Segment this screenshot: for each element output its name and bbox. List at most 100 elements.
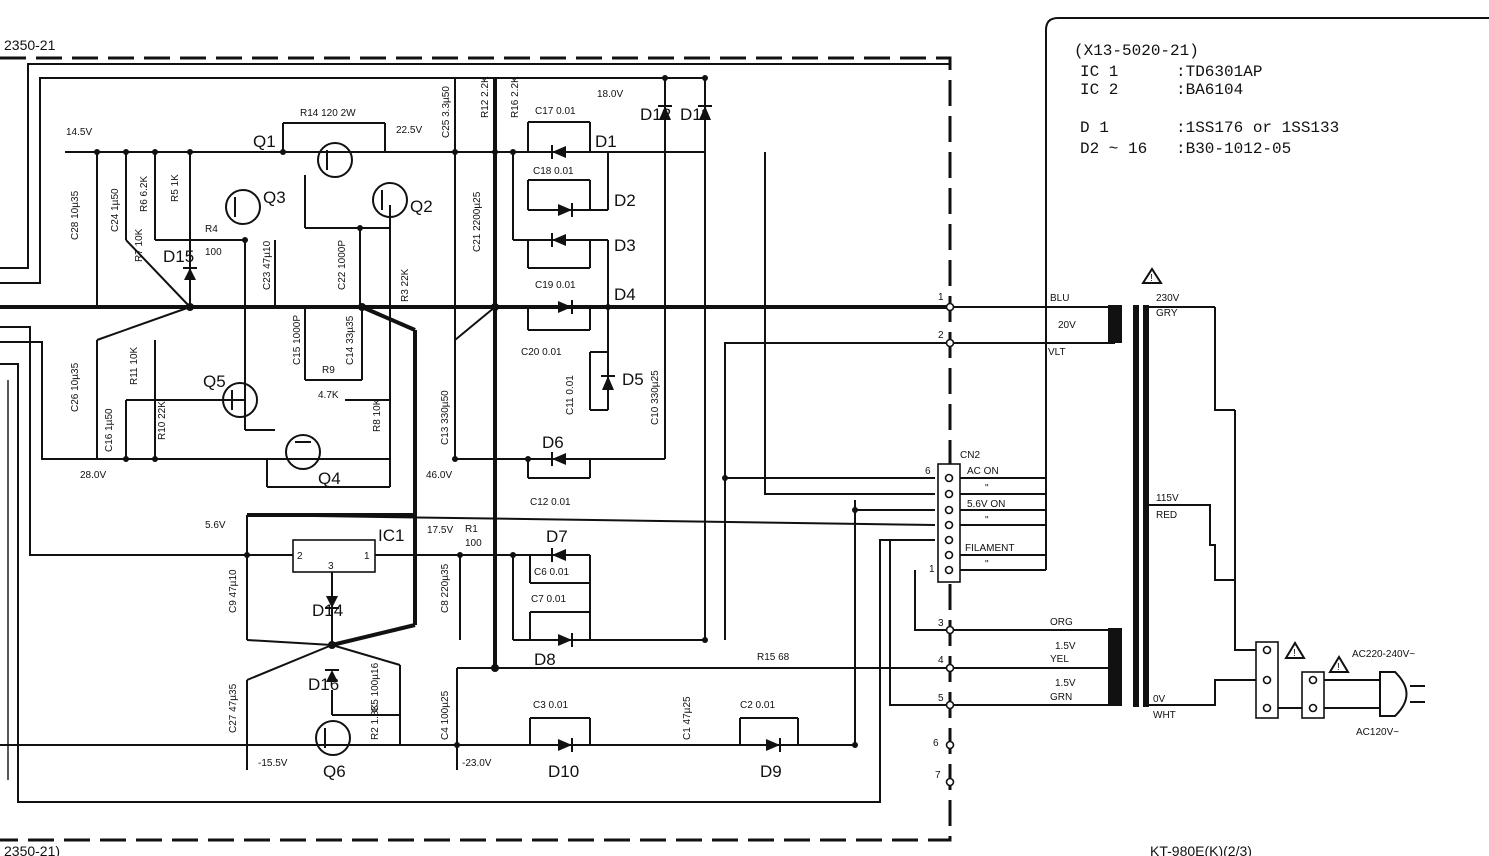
legend-val-d2-16: :B30-1012-05 <box>1176 140 1291 158</box>
tap-20v: 20V <box>1058 320 1076 331</box>
cn2-label: CN2 <box>960 450 980 461</box>
legend-ref-d2-16: D2 ~ 16 <box>1080 140 1147 158</box>
ic1-body <box>292 539 376 573</box>
label-q1: Q1 <box>253 132 276 151</box>
diode-symbols <box>183 105 781 752</box>
legend-part: (X13-5020-21) <box>1074 42 1199 60</box>
wire-yel: YEL <box>1050 654 1069 665</box>
label-q2: Q2 <box>410 197 433 216</box>
ac-plug-icon <box>1379 671 1425 717</box>
legend-val-d1: :1SS176 or 1SS133 <box>1176 119 1339 137</box>
wire-red: RED <box>1156 510 1177 521</box>
warn-mark-3: ! <box>1337 662 1340 673</box>
legend-val-ic1: :TD6301AP <box>1176 63 1262 81</box>
board-outline <box>0 17 1489 842</box>
v-m23v0: -23.0V <box>462 758 492 769</box>
voltage-selector <box>1234 410 1380 719</box>
ic1-pin-3: 3 <box>328 561 334 572</box>
transistor-q3 <box>225 189 261 225</box>
tap-0v: 0V <box>1153 694 1166 705</box>
label-d6: D6 <box>542 433 564 452</box>
cn2-signal-5v6-on: 5.6V ON <box>967 499 1005 510</box>
wire-vlt: VLT <box>1048 347 1066 358</box>
label-d16: D16 <box>308 675 339 694</box>
label-c8: C8 220µ35 <box>440 563 451 613</box>
label-d4: D4 <box>614 285 636 304</box>
cn2-signal-ditto-1: " <box>985 483 989 494</box>
v-28v0: 28.0V <box>80 470 106 481</box>
label-r1: R1 <box>465 524 478 535</box>
v-5v6: 5.6V <box>205 520 226 531</box>
warning-triangle-icon <box>1141 267 1350 673</box>
label-r7: R7 10K <box>134 228 145 262</box>
label-c22: C22 1000P <box>337 240 348 290</box>
label-r9: R9 <box>322 365 335 376</box>
label-c2: C2 0.01 <box>740 700 775 711</box>
lower-section <box>246 380 1115 770</box>
label-r12: R12 2.2K <box>480 76 491 118</box>
v-22v5: 22.5V <box>396 125 422 136</box>
label-r11: R11 10K <box>129 346 140 385</box>
cn-pin-3: 3 <box>938 618 944 629</box>
wire-gry: GRY <box>1156 308 1178 319</box>
transistor-q2 <box>372 182 408 218</box>
label-c13: C13 330µ50 <box>440 390 451 445</box>
tap-1v5-a: 1.5V <box>1055 641 1076 652</box>
label-r10: R10 22K <box>157 401 168 440</box>
label-r4: R4 <box>205 224 218 235</box>
cn-pin-2: 2 <box>938 330 944 341</box>
tap-115v: 115V <box>1156 493 1179 504</box>
label-q6: Q6 <box>323 762 346 781</box>
cn2-left-pin-1: 1 <box>929 564 935 575</box>
legend-ref-ic2: IC 2 <box>1080 81 1118 99</box>
warn-mark-2: ! <box>1293 648 1296 659</box>
label-q4: Q4 <box>318 469 341 488</box>
label-d3: D3 <box>614 236 636 255</box>
label-c17: C17 0.01 <box>535 106 576 117</box>
label-c3: C3 0.01 <box>533 700 568 711</box>
cn2-signal-ditto-2: " <box>985 515 989 526</box>
label-d7: D7 <box>546 527 568 546</box>
parts-legend: (X13-5020-21) IC 1 :TD6301AP IC 2 :BA610… <box>1074 42 1339 158</box>
label-c10: C10 330µ25 <box>650 370 661 425</box>
label-c26: C26 10µ35 <box>70 362 81 412</box>
board-label-bottom: 2350-21) <box>4 843 60 856</box>
ic1-pin-2: 2 <box>297 551 303 562</box>
label-r8: R8 10K <box>372 398 383 432</box>
cn2-signal-ac-on: AC ON <box>967 466 999 477</box>
label-c12: C12 0.01 <box>530 497 571 508</box>
label-c21: C21 2200µ25 <box>472 191 483 252</box>
wire-grn: GRN <box>1050 692 1072 703</box>
label-r5: R5 1K <box>170 174 181 202</box>
cn-pin-4: 4 <box>938 655 944 666</box>
v-14v5: 14.5V <box>66 127 92 138</box>
label-c23: C23 47µ10 <box>262 240 273 290</box>
mains-ac220: AC220-240V~ <box>1352 649 1415 660</box>
label-c25: C25 3.3µ50 <box>441 86 452 138</box>
tap-230v: 230V <box>1156 293 1180 304</box>
label-d9: D9 <box>760 762 782 781</box>
label-r2: R2 1.8K <box>370 704 381 740</box>
cn2-signal-ditto-3: " <box>985 559 989 570</box>
label-d12: D12 <box>640 105 671 124</box>
label-r1-value: 100 <box>465 538 482 549</box>
label-c18: C18 0.01 <box>533 166 574 177</box>
v-18v0: 18.0V <box>597 89 623 100</box>
label-c7: C7 0.01 <box>531 594 566 605</box>
label-r14: R14 120 2W <box>300 108 356 119</box>
legend-val-ic2: :BA6104 <box>1176 81 1243 99</box>
transistor-q1 <box>317 142 353 178</box>
main-rails <box>454 77 706 668</box>
label-r15: R15 68 <box>757 652 790 663</box>
label-c9: C9 47µ10 <box>228 569 239 613</box>
mains-ac120: AC120V~ <box>1356 727 1399 738</box>
cn2-signal-filament: FILAMENT <box>965 543 1014 554</box>
legend-ref-ic1: IC 1 <box>1080 63 1118 81</box>
label-r6: R6 6.2K <box>139 176 150 212</box>
label-r3: R3 22K <box>400 268 411 302</box>
label-c14: C14 33µ35 <box>345 315 356 365</box>
tap-1v5-b: 1.5V <box>1055 678 1076 689</box>
transistor-q6 <box>315 720 351 756</box>
warn-mark-1: ! <box>1150 273 1153 284</box>
label-c5: C5 100µ16 <box>370 662 381 712</box>
